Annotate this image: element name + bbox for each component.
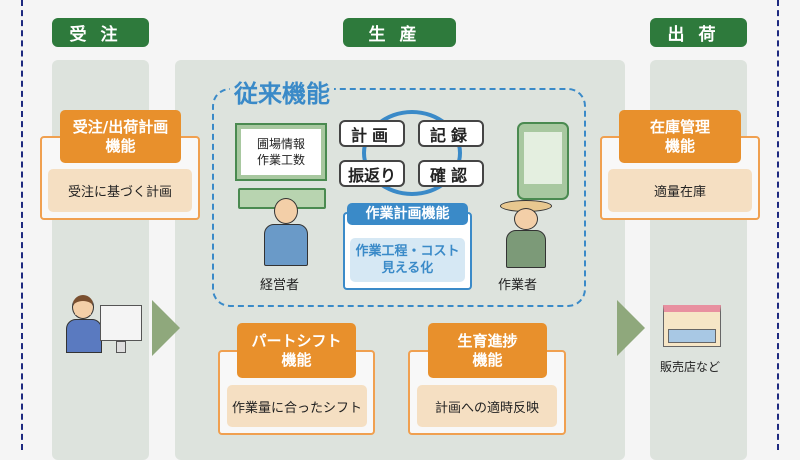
store-icon [663, 305, 721, 347]
inventory-desc: 適量在庫 [608, 169, 752, 212]
monitor-line: 作業工数 [256, 153, 305, 167]
header-shipping: 出荷 [650, 18, 747, 47]
monitor-icon: 圃場情報 作業工数 [235, 123, 327, 181]
title-line: 機能 [281, 350, 312, 369]
arrow-right-icon [152, 300, 180, 356]
cycle-circle-icon [362, 110, 462, 196]
conventional-title: 従来機能 [230, 74, 334, 109]
manager-icon [262, 198, 310, 268]
action-review: 振返り [339, 160, 405, 187]
title-line: 生育進捗 [457, 331, 518, 350]
manager-label: 経営者 [260, 278, 300, 293]
title-line: 在庫管理 [649, 117, 710, 136]
conventional-functions-box [212, 88, 586, 307]
arrow-right-icon [617, 300, 645, 356]
store-label: 販売店など [660, 360, 721, 374]
title-line: パートシフト [251, 331, 342, 350]
growth-progress-title: 生育進捗 機能 [428, 323, 547, 378]
work-plan-desc: 作業工程・コスト 見える化 [350, 238, 465, 282]
order-plan-title: 受注/出荷計画 機能 [60, 110, 181, 163]
part-shift-desc: 作業量に合ったシフト [227, 385, 367, 427]
action-confirm: 確認 [418, 160, 484, 187]
boundary-right [777, 0, 779, 450]
growth-progress-desc: 計画への適時反映 [417, 385, 557, 427]
inventory-title: 在庫管理 機能 [619, 110, 741, 163]
title-line: 機能 [472, 350, 503, 369]
title-line: 機能 [664, 136, 695, 155]
header-order: 受注 [52, 18, 149, 47]
smartphone-icon [517, 122, 569, 200]
worker-icon [500, 196, 552, 268]
action-record: 記録 [418, 120, 484, 147]
worker-label: 作業者 [498, 278, 538, 293]
part-shift-title: パートシフト 機能 [237, 323, 356, 378]
monitor-line: 圃場情報 [256, 137, 305, 151]
boundary-left [21, 0, 23, 450]
header-production: 生産 [343, 18, 456, 47]
work-plan-desc-line: 見える化 [381, 261, 434, 276]
work-plan-desc-line: 作業工程・コスト [355, 244, 460, 259]
title-line: 受注/出荷計画 [72, 117, 169, 136]
order-plan-desc: 受注に基づく計画 [48, 169, 192, 212]
office-worker-icon [56, 295, 144, 357]
title-line: 機能 [105, 136, 136, 155]
work-plan-title: 作業計画機能 [347, 203, 468, 225]
action-plan: 計画 [339, 120, 405, 147]
